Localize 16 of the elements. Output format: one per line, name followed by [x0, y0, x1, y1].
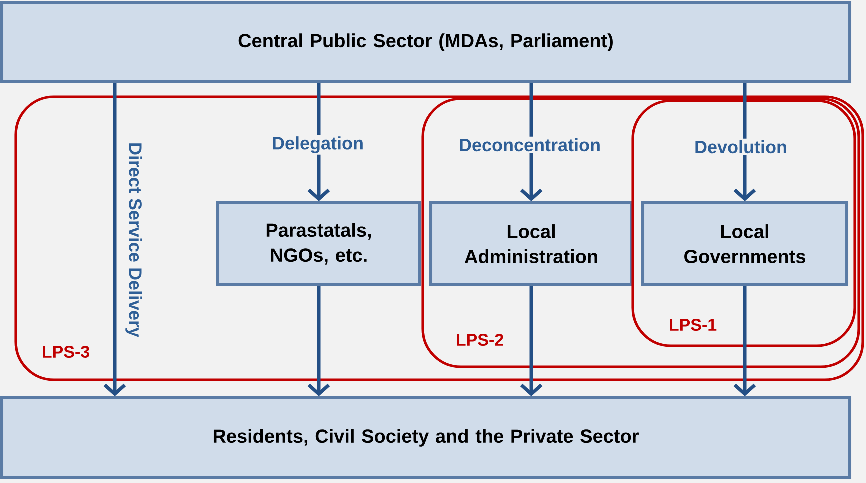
arrow — [104, 84, 126, 396]
edge-label: Delegation — [270, 135, 366, 155]
arrow — [520, 286, 543, 396]
arrow — [734, 286, 756, 396]
process-box: Parastatals, NGOs, etc. — [216, 202, 422, 286]
edge-label: Deconcentration — [458, 136, 603, 154]
edge-label: Devolution — [693, 138, 789, 156]
edge-label: Direct Service Delivery — [124, 140, 144, 340]
process-box: Local Administration — [430, 202, 634, 286]
arrow — [734, 84, 756, 202]
process-box: Residents, Civil Society and the Private Sector — [0, 396, 852, 480]
process-box: Central Public Sector (MDAs, Parliament) — [0, 2, 852, 84]
arrow — [308, 84, 330, 202]
arrow — [308, 286, 330, 396]
arrow — [520, 84, 543, 202]
process-box: Local Governments — [642, 202, 848, 286]
